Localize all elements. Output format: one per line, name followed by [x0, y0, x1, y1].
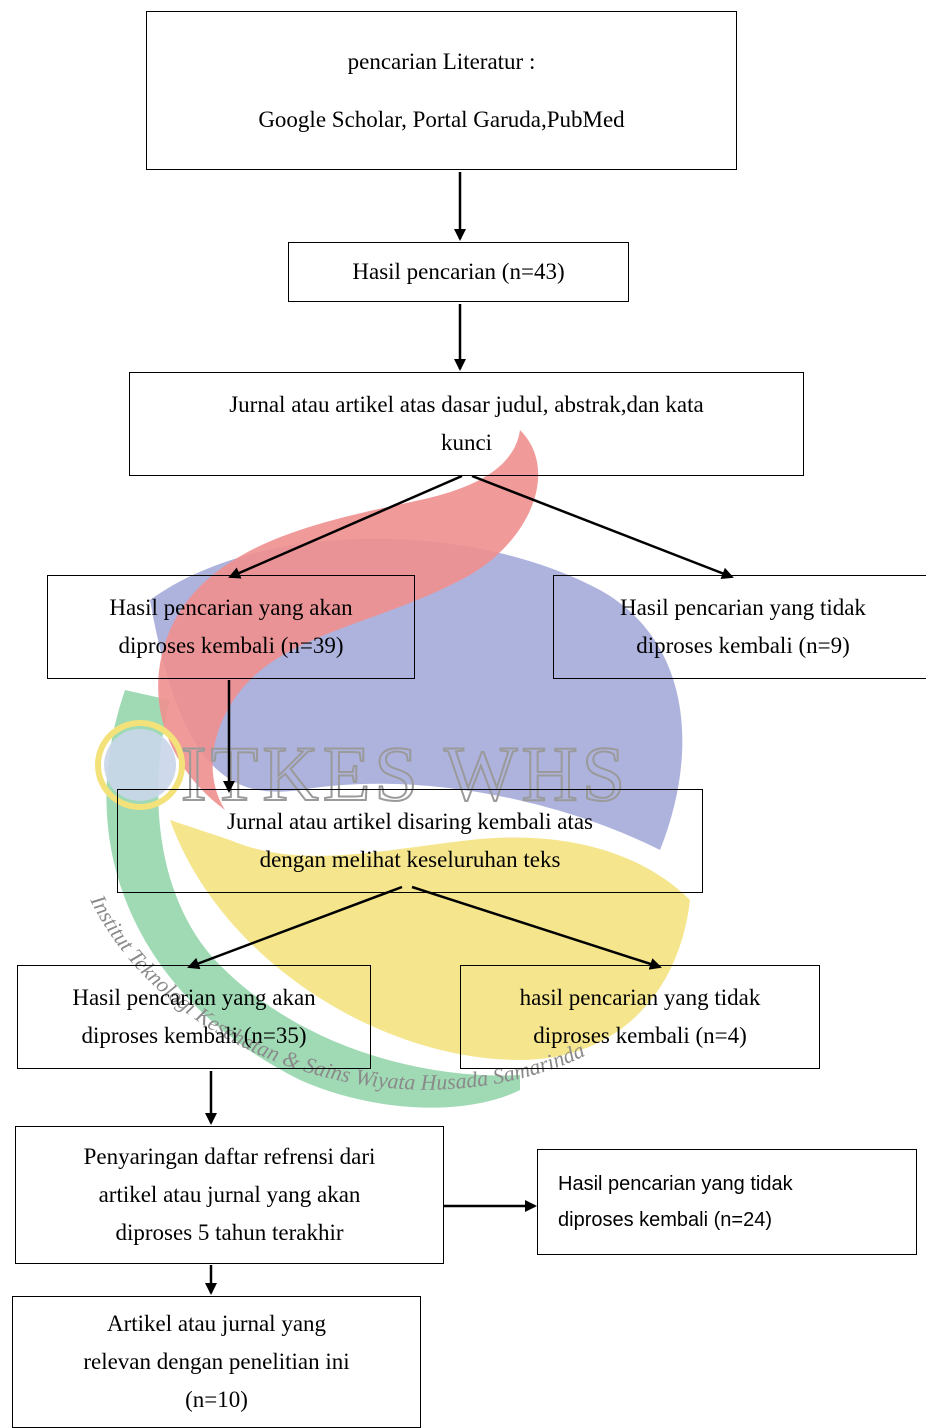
box-line: Hasil pencarian yang akan — [72, 985, 316, 1010]
box-full-text-screen: Jurnal atau artikel disaring kembali ata… — [117, 789, 703, 893]
box-line: (n=10) — [185, 1387, 248, 1412]
watermark-yellow-band — [170, 820, 690, 1060]
box-line: dengan melihat keseluruhan teks — [259, 847, 561, 872]
box-line: diproses kembali (n=35) — [81, 1023, 307, 1048]
box-line: hasil pencarian yang tidak — [519, 985, 761, 1010]
watermark-title: ITKES WHS — [181, 730, 629, 817]
box-line: Artikel atau jurnal yang — [106, 1311, 327, 1336]
box-line: diproses kembali (n=39) — [118, 633, 344, 658]
box-processed-35: Hasil pencarian yang akan diproses kemba… — [17, 965, 371, 1069]
box-literature-search: pencarian Literatur : Google Scholar, Po… — [146, 11, 737, 170]
box-line: Jurnal atau artikel disaring kembali ata… — [227, 809, 593, 834]
box-line: Google Scholar, Portal Garuda,PubMed — [258, 106, 625, 132]
arrow-screen-to-processed-39 — [228, 474, 463, 579]
arrow-full-text-to-processed-35 — [187, 885, 403, 970]
box-line: Hasil pencarian yang akan — [109, 595, 353, 620]
box-line: relevan dengan penelitian ini — [83, 1349, 350, 1374]
box-processed-39: Hasil pencarian yang akan diproses kemba… — [47, 575, 415, 679]
box-line: Jurnal atau artikel atas dasar judul, ab… — [229, 392, 704, 417]
watermark-globe — [104, 729, 176, 801]
box-not-processed-4: hasil pencarian yang tidak diproses kemb… — [460, 965, 820, 1069]
box-line: Penyaringan daftar refrensi dari — [83, 1144, 376, 1169]
box-line: pencarian Literatur : — [347, 48, 536, 74]
box-not-processed-9: Hasil pencarian yang tidak diproses kemb… — [553, 575, 926, 679]
box-title-abstract-screen: Jurnal atau artikel atas dasar judul, ab… — [129, 372, 804, 476]
box-line: diproses kembali (n=24) — [558, 1209, 772, 1231]
box-line: diproses 5 tahun terakhir — [115, 1220, 344, 1245]
box-reference-screen: Penyaringan daftar refrensi dari artikel… — [15, 1126, 444, 1264]
watermark-globe-ring — [95, 720, 185, 810]
arrow-full-text-to-not-processed-4 — [411, 885, 662, 970]
watermark-red-flame — [158, 430, 539, 810]
box-search-results: Hasil pencarian (n=43) — [288, 242, 629, 302]
arrow-screen-to-not-processed-9 — [471, 474, 734, 579]
box-line: kunci — [440, 430, 493, 455]
watermark-green-arc — [106, 690, 520, 1108]
box-line: diproses kembali (n=9) — [636, 633, 850, 658]
box-line: Hasil pencarian yang tidak — [558, 1173, 793, 1195]
box-line: Hasil pencarian yang tidak — [620, 595, 866, 620]
box-not-processed-24: Hasil pencarian yang tidak diproses kemb… — [537, 1149, 917, 1255]
box-line: Hasil pencarian (n=43) — [352, 259, 565, 284]
box-line: artikel atau jurnal yang akan — [98, 1182, 361, 1207]
box-line: diproses kembali (n=4) — [533, 1023, 747, 1048]
